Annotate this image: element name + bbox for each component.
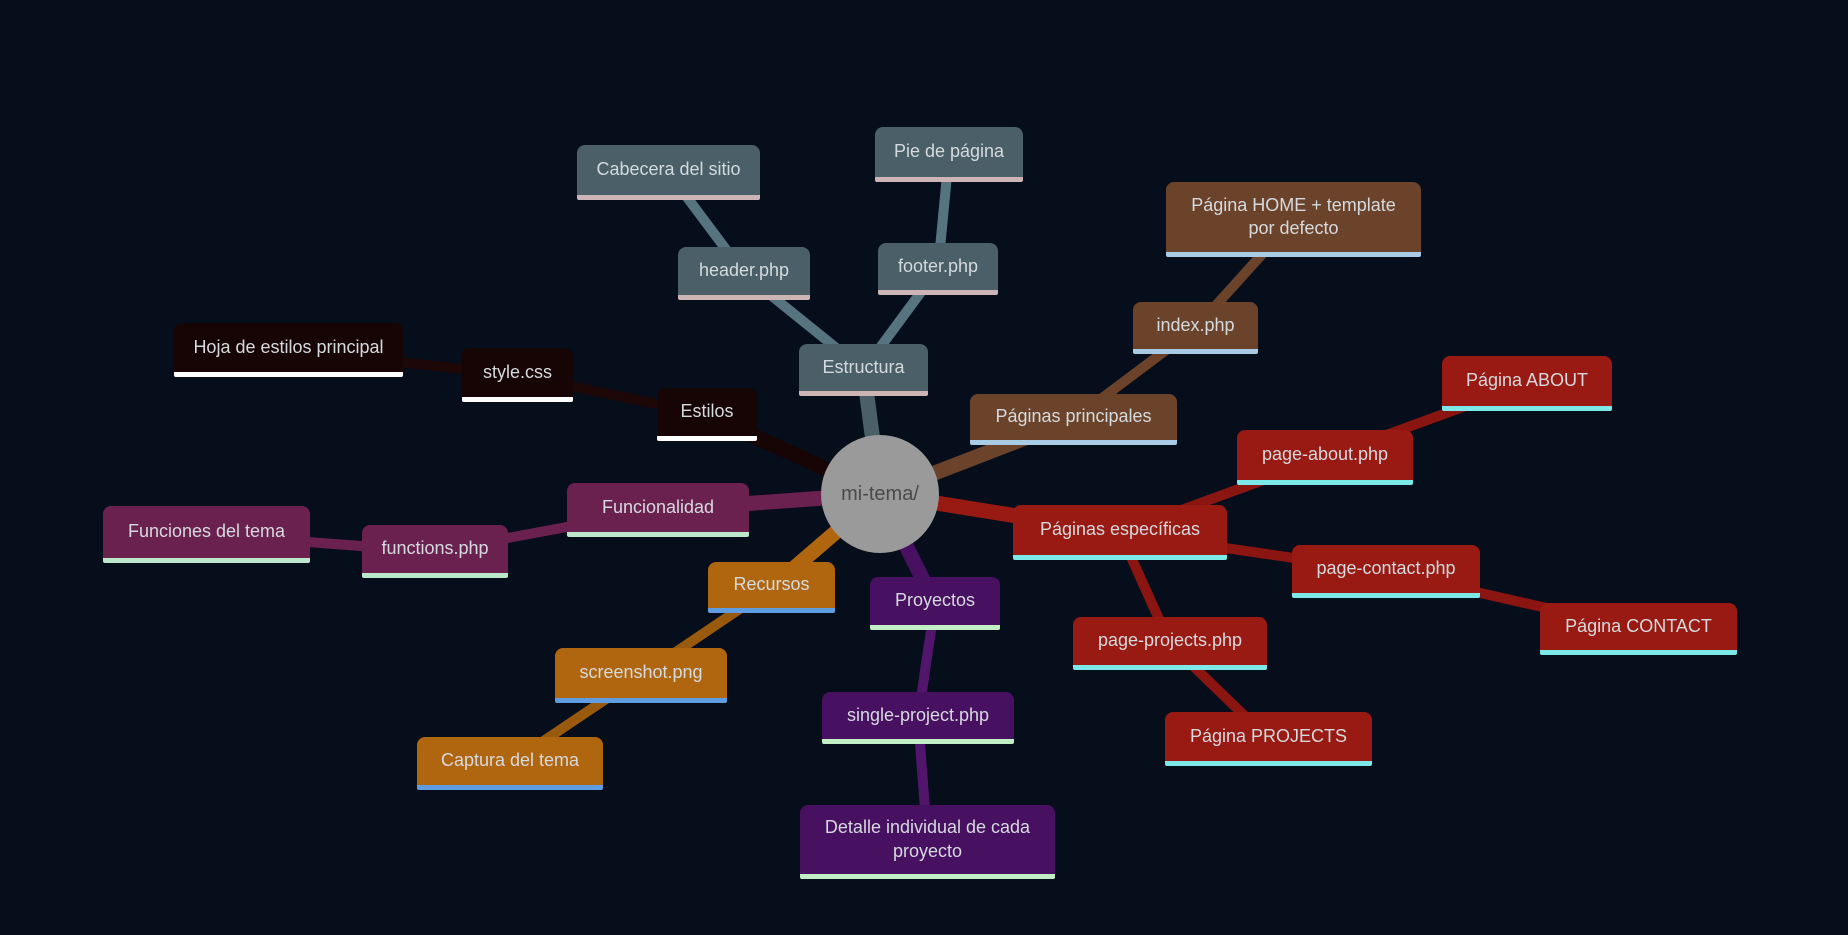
node-pagina-about[interactable]: Página ABOUT xyxy=(1442,356,1612,411)
node-style-css[interactable]: style.css xyxy=(462,348,573,402)
node-funciones-del-tema[interactable]: Funciones del tema xyxy=(103,506,310,563)
node-estilos[interactable]: Estilos xyxy=(657,388,757,441)
root-node[interactable]: mi-tema/ xyxy=(821,435,939,553)
node-pie-de-pagina[interactable]: Pie de página xyxy=(875,127,1023,182)
node-recursos[interactable]: Recursos xyxy=(708,562,835,613)
node-pagina-home[interactable]: Página HOME + template por defecto xyxy=(1166,182,1421,257)
node-header-php[interactable]: header.php xyxy=(678,247,810,300)
node-pagina-contact[interactable]: Página CONTACT xyxy=(1540,603,1737,655)
node-screenshot-png[interactable]: screenshot.png xyxy=(555,648,727,703)
node-pagina-projects[interactable]: Página PROJECTS xyxy=(1165,712,1372,766)
node-paginas-especificas[interactable]: Páginas específicas xyxy=(1013,505,1227,560)
node-detalle-individual[interactable]: Detalle individual de cada proyecto xyxy=(800,805,1055,879)
node-cabecera-del-sitio[interactable]: Cabecera del sitio xyxy=(577,145,760,200)
node-proyectos[interactable]: Proyectos xyxy=(870,577,1000,630)
node-page-about-php[interactable]: page-about.php xyxy=(1237,430,1413,485)
node-page-projects-php[interactable]: page-projects.php xyxy=(1073,617,1267,670)
node-page-contact-php[interactable]: page-contact.php xyxy=(1292,545,1480,598)
node-paginas-principales[interactable]: Páginas principales xyxy=(970,394,1177,445)
node-funcionalidad[interactable]: Funcionalidad xyxy=(567,483,749,537)
node-captura-del-tema[interactable]: Captura del tema xyxy=(417,737,603,790)
node-hoja-de-estilos[interactable]: Hoja de estilos principal xyxy=(174,323,403,377)
node-estructura[interactable]: Estructura xyxy=(799,344,928,396)
node-footer-php[interactable]: footer.php xyxy=(878,243,998,295)
node-functions-php[interactable]: functions.php xyxy=(362,525,508,578)
node-index-php[interactable]: index.php xyxy=(1133,302,1258,354)
node-single-project-php[interactable]: single-project.php xyxy=(822,692,1014,744)
